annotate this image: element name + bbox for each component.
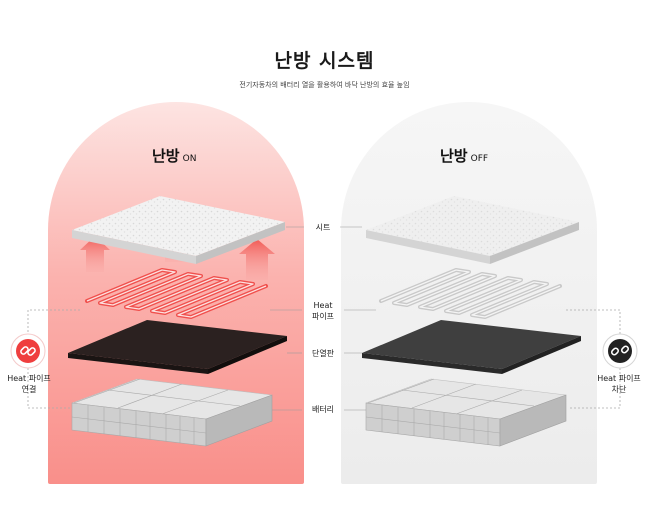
label-line: 차단 — [592, 384, 646, 395]
page-subtitle: 전기자동차의 배터리 열을 활용하여 바닥 난방의 효율 높임 — [0, 80, 649, 90]
label-insulation: 단열판 — [300, 348, 346, 359]
label-line: 연결 — [2, 384, 56, 395]
heading-main: 난방 — [440, 147, 468, 165]
heat-pipe-cutoff-badge — [603, 334, 637, 368]
heading-state: ON — [183, 154, 197, 164]
heat-pipe-connected-badge — [11, 334, 45, 368]
label-battery: 배터리 — [300, 404, 346, 415]
heading-main: 난방 — [152, 147, 180, 165]
heading-state: OFF — [471, 154, 488, 164]
label-sheet: 시트 — [306, 222, 340, 233]
label-line: 파이프 — [300, 311, 346, 322]
label-line: Heat — [300, 300, 346, 311]
label-line: Heat 파이프 — [592, 373, 646, 384]
page-title: 난방 시스템 — [0, 46, 649, 73]
label-line: Heat 파이프 — [2, 373, 56, 384]
